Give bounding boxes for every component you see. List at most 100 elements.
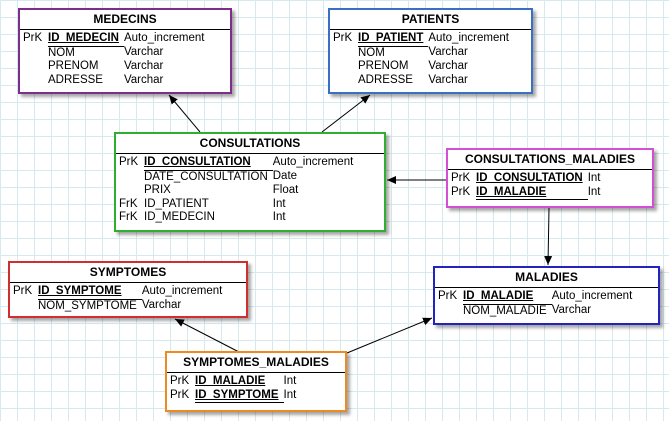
entity-title: SYMPTOMES_MALADIES — [167, 353, 345, 373]
attribute-row: PrK ID_CONSULTATION Int — [451, 172, 606, 186]
relation-consultations_maladies-to-maladies — [544, 207, 553, 266]
key-marker — [13, 299, 38, 313]
attribute-row: DATE_CONSULTATION Date — [119, 170, 358, 184]
key-marker: PrK — [170, 388, 190, 401]
attribute-name: PRIX — [144, 184, 171, 197]
key-marker: PrK — [451, 172, 471, 184]
key-marker — [23, 46, 48, 60]
attribute-name: ID_PATIENT — [358, 32, 429, 47]
key-marker — [119, 184, 144, 198]
attribute-name: ID_CONSULTATION — [476, 172, 583, 184]
key-marker: PrK — [119, 156, 139, 168]
attribute-name: ID_MALADIE — [476, 185, 588, 201]
key-marker: PrK — [451, 185, 471, 198]
key-marker: PrK — [170, 375, 190, 387]
attribute-name: ID_MALADIE — [195, 375, 266, 387]
key-marker — [23, 60, 48, 74]
attribute-type: Int — [283, 388, 297, 401]
attribute-row: NOM_SYMPTOME Varchar — [13, 299, 227, 313]
attribute-name: ID_MEDECIN — [48, 32, 124, 47]
attribute-type: Auto_increment — [123, 32, 205, 44]
attribute-name: ID_SYMPTOME — [195, 388, 284, 404]
entity-title: MEDECINS — [20, 10, 230, 30]
key-marker — [333, 74, 358, 88]
attribute-type: Auto_increment — [141, 285, 223, 297]
key-marker — [438, 304, 463, 318]
attribute-type: Varchar — [428, 46, 468, 59]
relation-symptomes_maladies-to-symptomes — [174, 318, 240, 353]
attribute-name: ID_CONSULTATION — [144, 156, 273, 171]
attribute-row: PrK ID_MALADIE Int — [170, 375, 301, 389]
attribute-type: Int — [587, 172, 601, 184]
attribute-type: Varchar — [551, 304, 592, 317]
attribute-row: PRENOM Varchar — [333, 60, 514, 74]
relation-symptomes_maladies-to-maladies — [346, 317, 433, 354]
attribute-row: PRENOM Varchar — [23, 60, 209, 74]
attribute-name: ID_MALADIE — [463, 290, 552, 305]
attribute-row: FrK ID_MEDECIN Int — [119, 211, 358, 225]
key-marker — [333, 60, 358, 74]
attribute-type: Int — [272, 211, 286, 224]
attribute-name: ID_PATIENT — [144, 197, 209, 210]
attribute-name: ID_MEDECIN — [144, 211, 215, 224]
key-marker — [119, 170, 144, 184]
key-marker: FrK — [119, 211, 138, 224]
key-marker: PrK — [23, 32, 43, 44]
relation-consultations-to-patients — [321, 94, 371, 133]
key-marker: PrK — [333, 32, 353, 44]
attribute-name: ADRESSE — [358, 73, 413, 86]
attribute-type: Varchar — [141, 299, 182, 312]
attribute-name: NOM — [48, 46, 75, 59]
attribute-type: Auto_increment — [551, 290, 633, 302]
entity-title: PATIENTS — [330, 10, 531, 30]
attribute-name: DATE_CONSULTATION — [144, 170, 268, 183]
key-marker — [333, 46, 358, 60]
attribute-type: Int — [587, 185, 601, 198]
attribute-name: PRENOM — [358, 60, 409, 73]
key-marker: FrK — [119, 197, 138, 210]
attribute-name: PRENOM — [48, 60, 99, 73]
attribute-type: Float — [272, 184, 299, 197]
attribute-type: Date — [272, 170, 298, 183]
attribute-name: NOM_SYMPTOME — [38, 299, 137, 312]
attribute-type: Varchar — [123, 73, 164, 86]
key-marker: PrK — [13, 285, 33, 297]
attribute-type: Auto_increment — [428, 32, 509, 44]
entity-title: CONSULTATIONS — [116, 134, 384, 154]
relation-consultations-to-medecins — [168, 94, 201, 133]
attribute-name: ADRESSE — [48, 73, 103, 86]
entity-title: SYMPTOMES — [10, 263, 246, 283]
attribute-row: ADRESSE Varchar — [23, 74, 209, 88]
attribute-type: Auto_increment — [272, 156, 354, 168]
attribute-type: Int — [283, 375, 297, 387]
attribute-type: Varchar — [428, 60, 468, 73]
attribute-type: Varchar — [123, 60, 164, 73]
